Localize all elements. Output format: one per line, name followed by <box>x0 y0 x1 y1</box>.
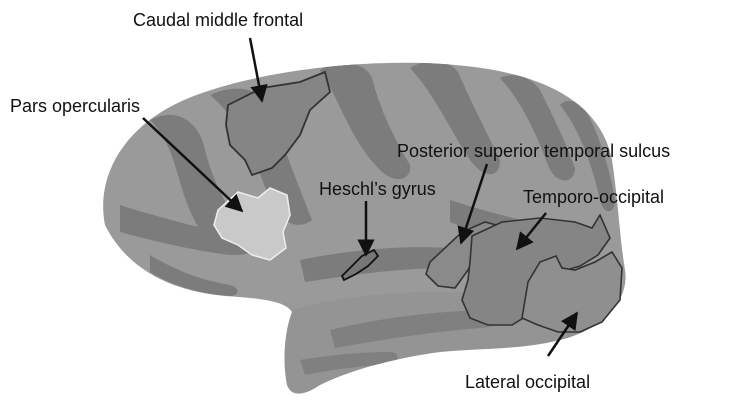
label-temporo-occipital: Temporo-occipital <box>523 187 664 207</box>
label-heschls-gyrus: Heschl’s gyrus <box>319 179 436 199</box>
label-posterior-superior-temporal-sulcus: Posterior superior temporal sulcus <box>397 141 670 161</box>
label-pars-opercularis: Pars opercularis <box>10 96 140 116</box>
label-lateral-occipital: Lateral occipital <box>465 372 590 392</box>
label-caudal-middle-frontal: Caudal middle frontal <box>133 10 303 30</box>
